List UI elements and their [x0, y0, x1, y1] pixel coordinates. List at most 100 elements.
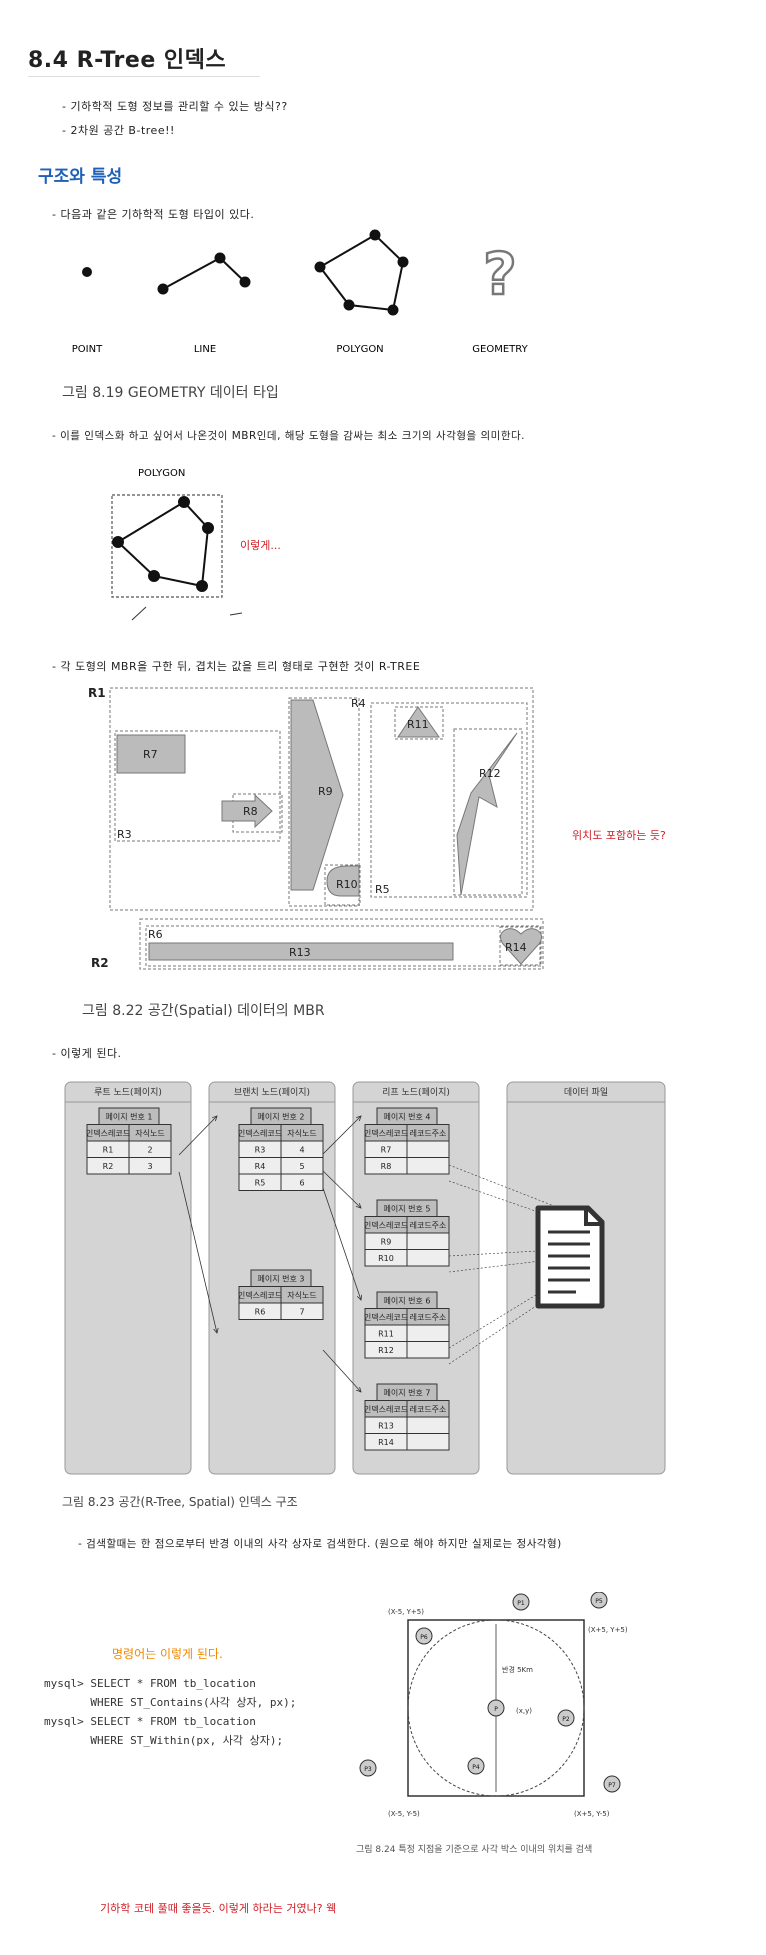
page-title-cell: 페이지 번호 1: [106, 1112, 153, 1122]
header-cell: 인덱스레코드: [364, 1312, 408, 1322]
mbr-label: R14: [505, 941, 527, 954]
mbr-label: R11: [407, 718, 429, 731]
r14-shape: [499, 928, 543, 965]
root-column: [64, 1081, 192, 1475]
header-cell: 자식노드: [135, 1129, 164, 1138]
point-label: P4: [472, 1764, 480, 1771]
r1-box: [109, 687, 534, 911]
cell: R4: [255, 1162, 266, 1171]
r11-shape: [397, 706, 440, 738]
handwritten-annotation: 이렇게...: [240, 539, 281, 552]
center-coord: (x,y): [516, 1707, 532, 1715]
mbr-label: R4: [351, 697, 366, 710]
note-line: - 이렇게 된다.: [52, 1047, 122, 1060]
header-cell: 레코드주소: [410, 1129, 447, 1138]
point-label: P6: [420, 1634, 428, 1641]
cell: R12: [378, 1346, 394, 1355]
page-title-cell: 페이지 번호 4: [384, 1112, 431, 1122]
polygon-shape: [112, 496, 214, 592]
header-cell: 인덱스레코드: [86, 1128, 130, 1138]
mbr-label: R8: [243, 805, 258, 818]
mbr-figure: R1 R2 R3 R4 R5 R6 R7 R8 R9 R10 R11 R12 R…: [88, 686, 544, 970]
cell: R8: [381, 1162, 392, 1171]
cell: 6: [299, 1179, 304, 1188]
page-title: 8.4 R-Tree 인덱스: [28, 48, 227, 73]
figure-caption: 그림 8.19 GEOMETRY 데이터 타입: [62, 385, 279, 401]
corner-label: (X+5, Y+5): [588, 1626, 628, 1634]
note-line: - 기하학적 도형 정보를 관리할 수 있는 방식??: [62, 100, 288, 113]
sql-line: WHERE ST_Within(px, 사각 상자);: [44, 1734, 284, 1747]
data-file-icon: [535, 1205, 605, 1309]
mbr-label: R2: [91, 956, 109, 970]
note-line: - 2차원 공간 B-tree!!: [62, 124, 175, 137]
r7-shape: [116, 734, 186, 774]
search-box-figure: (X-5, Y+5) (X+5, Y+5) (X-5, Y-5) (X+5, Y…: [359, 1592, 628, 1818]
mbr-box: [111, 494, 223, 598]
mbr-label: R7: [143, 748, 158, 761]
type-label: GEOMETRY: [472, 344, 528, 355]
column-header: 루트 노드(페이지): [94, 1087, 162, 1098]
mbr-label: R10: [336, 878, 358, 891]
note-line: - 검색할때는 한 점으로부터 반경 이내의 사각 상자로 검색한다. (원으로…: [78, 1538, 562, 1550]
header-cell: 레코드주소: [410, 1405, 447, 1414]
polygon-mbr-figure: POLYGON: [111, 468, 243, 621]
corner-label: (X-5, Y-5): [388, 1810, 420, 1818]
sql-code: mysql> SELECT * FROM tb_location WHERE S…: [44, 1674, 296, 1750]
r2-box: [139, 918, 544, 970]
figure-caption: 그림 8.23 공간(R-Tree, Spatial) 인덱스 구조: [62, 1495, 298, 1509]
page-title-cell: 페이지 번호 7: [384, 1388, 431, 1398]
sql-line: mysql> SELECT * FROM tb_location: [44, 1677, 256, 1690]
header-cell: 인덱스레코드: [364, 1128, 408, 1138]
figure-caption: 그림 8.24 특정 지점을 기준으로 사각 박스 이내의 위치를 검색: [356, 1845, 593, 1855]
point-label: P7: [608, 1782, 616, 1789]
header-cell: 레코드주소: [410, 1221, 447, 1230]
geometry-types-figure: ? POINT LINE POLYGON GEOMETRY: [72, 229, 529, 355]
mbr-label: R3: [117, 828, 132, 841]
note-line: - 다음과 같은 기하학적 도형 타입이 있다.: [52, 208, 255, 221]
note-line: - 이를 인덱스화 하고 싶어서 나온것이 MBR인데, 해당 도형을 감싸는 …: [52, 430, 525, 442]
r6-box: [145, 925, 542, 967]
mbr-label: R12: [479, 767, 501, 780]
cell: R11: [378, 1330, 394, 1339]
cell: 7: [299, 1308, 304, 1317]
mbr-label: R6: [148, 928, 163, 941]
section-title: 구조와 특성: [38, 167, 123, 187]
mbr-label: R1: [88, 686, 106, 700]
r3-box: [114, 730, 281, 842]
r8-shape: [221, 793, 273, 829]
cell: R9: [381, 1238, 392, 1247]
geometry-question-icon: ?: [483, 240, 517, 308]
line-shape: [157, 252, 251, 295]
cell: R10: [378, 1254, 394, 1263]
polygon-shape: [314, 229, 409, 316]
type-label: POLYGON: [336, 344, 383, 355]
point-label: P: [494, 1706, 498, 1713]
page-title-cell: 페이지 번호 3: [258, 1274, 305, 1284]
point-label: P5: [595, 1598, 603, 1605]
cell: R13: [378, 1422, 394, 1431]
rtree-index-figure: 루트 노드(페이지) 브랜치 노드(페이지) 리프 노드(페이지) 데이터 파일…: [64, 1081, 666, 1475]
corner-label: (X+5, Y-5): [574, 1810, 610, 1818]
header-cell: 인덱스레코드: [238, 1290, 282, 1300]
title-divider: [28, 76, 260, 77]
corner-label: (X-5, Y+5): [388, 1608, 424, 1616]
header-cell: 인덱스레코드: [238, 1128, 282, 1138]
search-circle: [407, 1619, 585, 1797]
cell: R14: [378, 1438, 394, 1447]
cell: R3: [255, 1146, 266, 1155]
polygon-label: POLYGON: [138, 468, 185, 479]
column-header: 데이터 파일: [564, 1087, 608, 1098]
type-label: LINE: [194, 344, 216, 355]
type-label: POINT: [72, 344, 103, 355]
r5-box: [370, 702, 528, 898]
cell: R1: [103, 1146, 114, 1155]
header-cell: 인덱스레코드: [364, 1220, 408, 1230]
header-cell: 레코드주소: [410, 1313, 447, 1322]
column-header: 브랜치 노드(페이지): [234, 1086, 310, 1098]
page-title-cell: 페이지 번호 5: [384, 1204, 431, 1214]
r12-shape: [456, 732, 518, 896]
header-cell: 인덱스레코드: [364, 1404, 408, 1414]
cell: 2: [147, 1146, 152, 1155]
header-cell: 자식노드: [287, 1129, 316, 1138]
cell: R6: [255, 1308, 266, 1317]
